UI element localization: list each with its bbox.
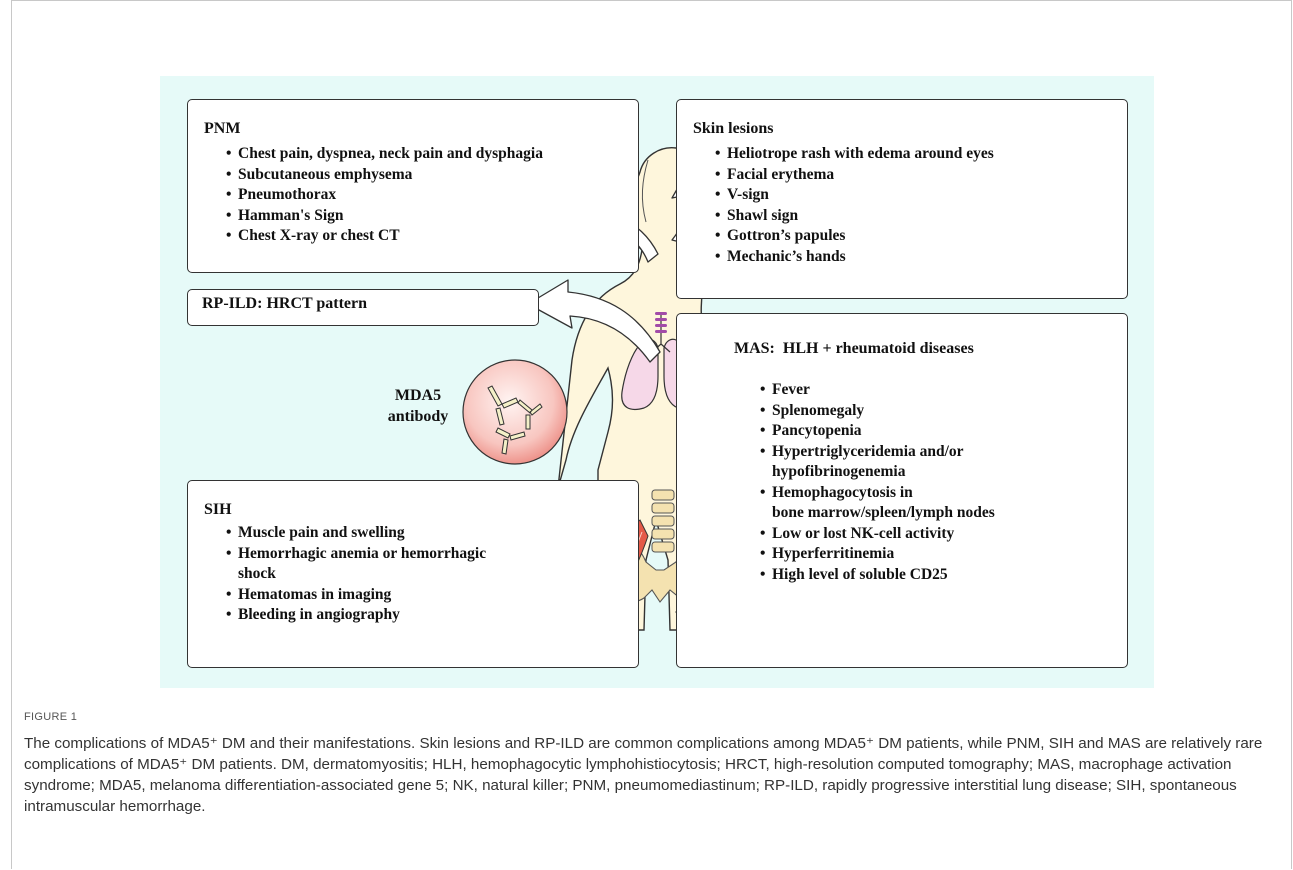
skin-lesions-item: Gottron’s papules bbox=[715, 226, 994, 247]
mas-box: MAS: HLH + rheumatoid diseases Fever Spl… bbox=[676, 313, 1128, 668]
sih-box: SIH Muscle pain and swelling Hemorrhagic… bbox=[187, 480, 639, 668]
pnm-title: PNM bbox=[204, 120, 240, 138]
sih-item: Hematomas in imaging bbox=[226, 585, 486, 606]
figure-label: FIGURE 1 bbox=[24, 711, 1274, 723]
mas-item: High level of soluble CD25 bbox=[760, 565, 995, 586]
mda5-label-line1: MDA5 bbox=[368, 385, 468, 406]
mas-item: Fever bbox=[760, 380, 995, 401]
sih-item: Hemorrhagic anemia or hemorrhagic shock bbox=[226, 544, 486, 585]
mas-item: Hyperferritinemia bbox=[760, 544, 995, 565]
skin-lesions-item: Shawl sign bbox=[715, 206, 994, 227]
mas-item: Hemophagocytosis in bone marrow/spleen/ly… bbox=[760, 483, 995, 524]
mas-item-text: Hypertriglyceridemia and/or bbox=[772, 443, 964, 460]
pnm-box: PNM Chest pain, dyspnea, neck pain and d… bbox=[187, 99, 639, 273]
mas-title: MAS: HLH + rheumatoid diseases bbox=[734, 340, 974, 358]
sih-title: SIH bbox=[204, 501, 232, 519]
mas-list: Fever Splenomegaly Pancytopenia Hypertri… bbox=[760, 380, 995, 585]
pnm-item: Pneumothorax bbox=[226, 185, 543, 206]
pnm-item: Subcutaneous emphysema bbox=[226, 165, 543, 186]
sih-list: Muscle pain and swelling Hemorrhagic ane… bbox=[226, 523, 486, 626]
skin-lesions-box: Skin lesions Heliotrope rash with edema … bbox=[676, 99, 1128, 299]
pnm-list: Chest pain, dyspnea, neck pain and dysph… bbox=[226, 144, 543, 247]
mas-item-text: Hemophagocytosis in bbox=[772, 484, 913, 501]
skin-lesions-list: Heliotrope rash with edema around eyes F… bbox=[715, 144, 994, 267]
mas-item-continuation: hypofibrinogenemia bbox=[772, 463, 905, 480]
skin-lesions-item: Heliotrope rash with edema around eyes bbox=[715, 144, 994, 165]
skin-lesions-item: Mechanic’s hands bbox=[715, 247, 994, 268]
rp-ild-box: RP-ILD: HRCT pattern bbox=[187, 289, 539, 326]
mas-item: Splenomegaly bbox=[760, 401, 995, 422]
sih-item-continuation: shock bbox=[238, 565, 276, 582]
mda5-antibody-label: MDA5 antibody bbox=[368, 385, 468, 427]
mda5-label-line2: antibody bbox=[368, 406, 468, 427]
pnm-item: Chest pain, dyspnea, neck pain and dysph… bbox=[226, 144, 543, 165]
skin-lesions-item: Facial erythema bbox=[715, 165, 994, 186]
figure-caption: FIGURE 1 The complications of MDA5⁺ DM a… bbox=[24, 711, 1274, 817]
sih-item-text: Hemorrhagic anemia or hemorrhagic bbox=[238, 545, 486, 562]
spine-icon bbox=[652, 490, 674, 552]
sih-item: Bleeding in angiography bbox=[226, 605, 486, 626]
mas-item-continuation: bone marrow/spleen/lymph nodes bbox=[772, 504, 995, 521]
antibody-circle bbox=[463, 360, 567, 464]
mas-item: Pancytopenia bbox=[760, 421, 995, 442]
mas-item: Hypertriglyceridemia and/or hypofibrinoge… bbox=[760, 442, 995, 483]
pnm-item: Hamman's Sign bbox=[226, 206, 543, 227]
mas-item: Low or lost NK-cell activity bbox=[760, 524, 995, 545]
skin-lesions-title: Skin lesions bbox=[693, 120, 773, 138]
pnm-item: Chest X-ray or chest CT bbox=[226, 226, 543, 247]
caption-text: The complications of MDA5⁺ DM and their … bbox=[24, 733, 1274, 817]
sih-item: Muscle pain and swelling bbox=[226, 523, 486, 544]
skin-lesions-item: V-sign bbox=[715, 185, 994, 206]
rp-ild-title: RP-ILD: HRCT pattern bbox=[202, 295, 367, 313]
